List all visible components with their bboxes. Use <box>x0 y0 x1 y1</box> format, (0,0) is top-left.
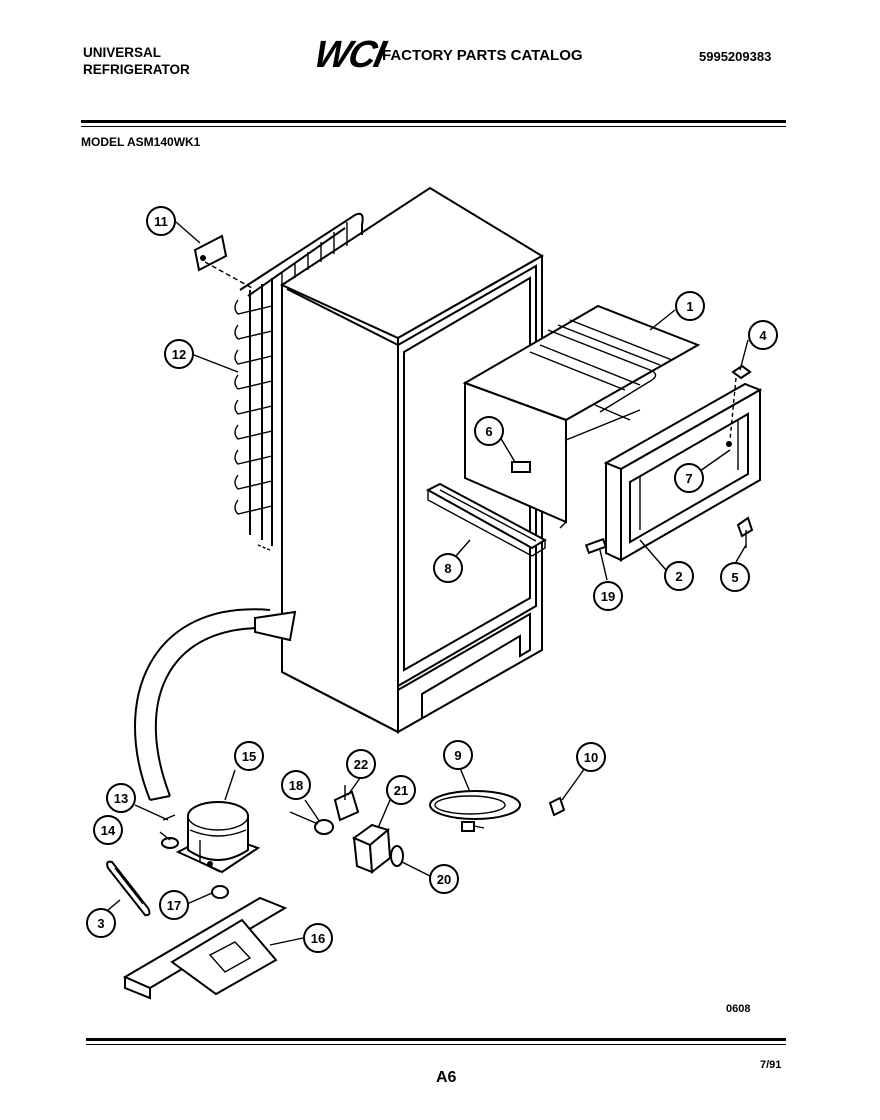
catalog-number: 5995209383 <box>699 49 772 64</box>
diagram-code: 0608 <box>726 1003 751 1015</box>
callout-18: 18 <box>281 770 311 800</box>
header-rule-thin <box>81 126 786 127</box>
callout-label: 15 <box>242 749 256 764</box>
drip-tray-8-drawing <box>425 482 548 557</box>
callout-13: 13 <box>106 783 136 813</box>
callout-label: 8 <box>444 561 451 576</box>
callout-21: 21 <box>386 775 416 805</box>
model-label: MODEL ASM140WK1 <box>81 135 201 149</box>
callout-10: 10 <box>576 742 606 772</box>
power-cord-drawing <box>429 790 521 832</box>
callout-label: 12 <box>172 347 186 362</box>
mounting-hardware-drawing <box>161 814 229 899</box>
callout-12: 12 <box>164 339 194 369</box>
condenser-coil-drawing <box>234 212 364 551</box>
relay-body-drawing <box>351 823 404 874</box>
callout-17: 17 <box>159 890 189 920</box>
callout-label: 3 <box>97 916 104 931</box>
callout-label: 2 <box>675 569 682 584</box>
callout-label: 17 <box>167 898 181 913</box>
footer-rule-thin <box>86 1044 786 1045</box>
part-10-drawing <box>548 796 566 817</box>
callout-label: 1 <box>686 299 693 314</box>
callout-label: 4 <box>759 328 767 343</box>
callout-9: 9 <box>443 740 473 770</box>
callout-19: 19 <box>593 581 623 611</box>
catalog-title: FACTORY PARTS CATALOG <box>382 47 583 64</box>
callout-8: 8 <box>433 553 463 583</box>
callout-label: 9 <box>454 748 461 763</box>
callout-22: 22 <box>346 749 376 779</box>
page-number: A6 <box>436 1069 457 1086</box>
callout-label: 11 <box>154 214 168 229</box>
callout-label: 22 <box>354 757 368 772</box>
callout-label: 5 <box>731 570 738 585</box>
callout-label: 10 <box>584 750 598 765</box>
callout-20: 20 <box>429 864 459 894</box>
footer-rule-thick <box>86 1038 786 1041</box>
relay-parts-drawing <box>289 785 360 835</box>
callout-label: 19 <box>601 589 615 604</box>
base-pan-drawing <box>122 896 288 1000</box>
callout-label: 16 <box>311 931 325 946</box>
direction-arrow-drawing <box>134 608 297 801</box>
callout-14: 14 <box>93 815 123 845</box>
callout-label: 21 <box>394 783 408 798</box>
callout-label: 14 <box>101 823 116 838</box>
brand-line-2: REFRIGERATOR <box>83 62 190 77</box>
compressor-drawing <box>175 801 261 874</box>
callout-2: 2 <box>664 561 694 591</box>
callout-6: 6 <box>474 416 504 446</box>
header-rule-thick <box>81 120 786 123</box>
callout-label: 7 <box>685 471 692 486</box>
callout-label: 13 <box>114 791 128 806</box>
hinge-parts-drawing <box>726 364 754 548</box>
callout-1: 1 <box>675 291 705 321</box>
callout-label: 6 <box>485 424 492 439</box>
catalog-date: 7/91 <box>760 1059 782 1071</box>
callout-15: 15 <box>234 741 264 771</box>
bracket-11-drawing <box>193 234 253 289</box>
freezer-door-drawing <box>584 382 763 562</box>
callout-label: 18 <box>289 778 303 793</box>
callout-4: 4 <box>748 320 778 350</box>
callout-3: 3 <box>86 908 116 938</box>
brand-line-1: UNIVERSAL <box>83 45 162 60</box>
callout-7: 7 <box>674 463 704 493</box>
brand-name: UNIVERSAL REFRIGERATOR <box>83 44 190 78</box>
callout-label: 20 <box>437 872 451 887</box>
callout-16: 16 <box>303 923 333 953</box>
callout-11: 11 <box>146 206 176 236</box>
strap-3-drawing <box>106 860 151 917</box>
callout-5: 5 <box>720 562 750 592</box>
